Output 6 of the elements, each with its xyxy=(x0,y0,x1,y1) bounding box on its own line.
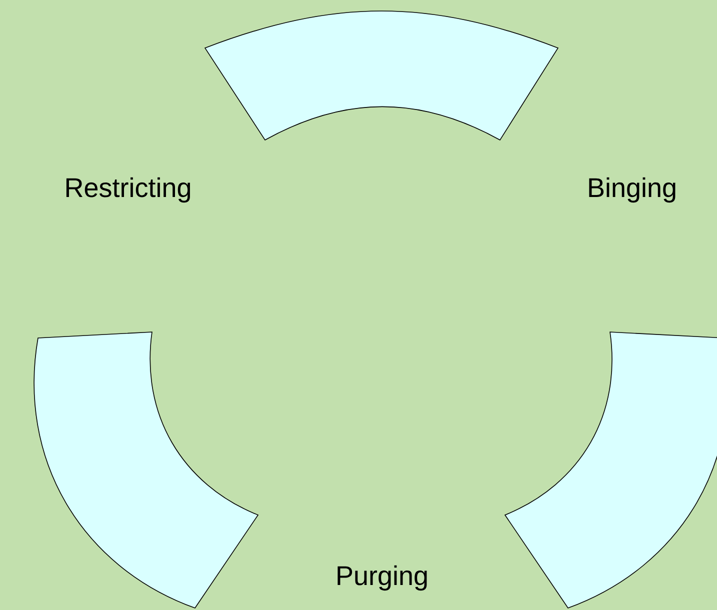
stage-label: Purging xyxy=(338,565,427,591)
arc-band xyxy=(34,332,258,608)
stage-label: Restricting xyxy=(66,177,190,203)
arc-band xyxy=(504,332,717,608)
arc-band xyxy=(204,10,558,140)
stage-label: Binging xyxy=(589,177,676,203)
